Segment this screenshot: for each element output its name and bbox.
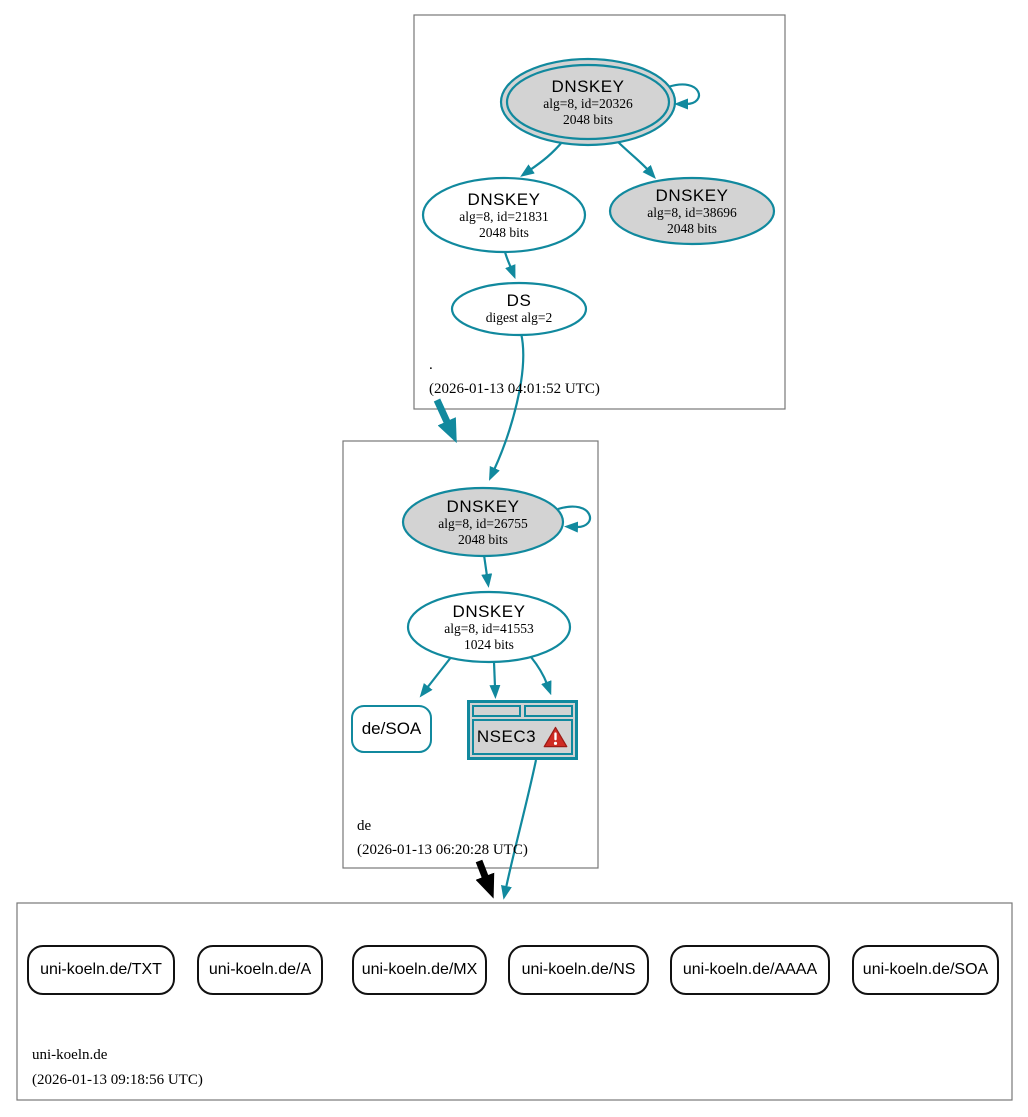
node-detail: digest alg=2 bbox=[485, 309, 553, 325]
node-alg: alg=8, id=26755 bbox=[438, 516, 528, 531]
label-root-ksk[interactable]: DNSKEY alg=8, id=20326 2048 bits bbox=[543, 77, 632, 127]
zone-name-de: de bbox=[357, 818, 372, 834]
edge-root-ksk-to-key38696 bbox=[615, 139, 656, 179]
node-de-soa[interactable]: de/SOA bbox=[351, 705, 432, 753]
zone-name-uni-koeln: uni-koeln.de bbox=[32, 1047, 108, 1063]
zone-name-root: . bbox=[429, 357, 433, 373]
label-root-dnskey-38696[interactable]: DNSKEY alg=8, id=38696 2048 bits bbox=[647, 186, 736, 236]
nsec3-cell-1 bbox=[472, 705, 521, 717]
edge-de-zsk-to-nsec3-right bbox=[530, 656, 552, 696]
node-title: DNSKEY bbox=[655, 186, 729, 205]
node-alg: alg=8, id=21831 bbox=[459, 209, 549, 224]
edge-de-ksk-to-zsk bbox=[481, 554, 493, 588]
edge-root-ksk-selfsign bbox=[667, 83, 701, 110]
edge-delegation-de-to-uni-koeln bbox=[475, 859, 495, 899]
zone-timestamp-de: (2026-01-13 06:20:28 UTC) bbox=[357, 842, 528, 858]
node-uni-koeln-soa[interactable]: uni-koeln.de/SOA bbox=[852, 945, 999, 995]
node-label-text: uni-koeln.de/NS bbox=[521, 961, 636, 978]
zone-box-de bbox=[342, 440, 599, 869]
node-de-nsec3[interactable]: NSEC3 bbox=[467, 700, 578, 760]
label-de-ksk[interactable]: DNSKEY alg=8, id=26755 2048 bits bbox=[438, 497, 527, 547]
node-label-text: uni-koeln.de/SOA bbox=[862, 961, 989, 978]
edge-de-zsk-to-soa bbox=[419, 655, 453, 698]
node-bits: 2048 bits bbox=[563, 111, 613, 127]
node-bits: 2048 bits bbox=[479, 224, 529, 240]
nsec3-record-cells bbox=[472, 705, 573, 717]
label-root-zsk[interactable]: DNSKEY alg=8, id=21831 2048 bits bbox=[459, 190, 548, 240]
node-alg: alg=8, id=38696 bbox=[647, 205, 737, 220]
zone-box-uni-koeln bbox=[16, 902, 1013, 1101]
edge-root-ksk-to-zsk bbox=[520, 140, 564, 177]
node-root-ksk-inner-ring bbox=[505, 63, 671, 141]
warning-icon bbox=[543, 726, 568, 748]
node-title: DNSKEY bbox=[452, 602, 526, 621]
node-label-text: de/SOA bbox=[361, 719, 422, 738]
node-uni-koeln-mx[interactable]: uni-koeln.de/MX bbox=[352, 945, 487, 995]
node-root-zsk-dnskey-21831[interactable] bbox=[421, 176, 587, 254]
node-title: DNSKEY bbox=[467, 190, 541, 209]
node-bits: 2048 bits bbox=[667, 220, 717, 236]
node-uni-koeln-txt[interactable]: uni-koeln.de/TXT bbox=[27, 945, 175, 995]
zone-box-root bbox=[413, 14, 786, 410]
node-root-ksk-dnskey-20326[interactable] bbox=[499, 57, 677, 147]
node-label-text: uni-koeln.de/MX bbox=[361, 961, 478, 978]
node-title: DS bbox=[506, 290, 532, 310]
node-uni-koeln-aaaa[interactable]: uni-koeln.de/AAAA bbox=[670, 945, 830, 995]
zone-timestamp-uni-koeln: (2026-01-13 09:18:56 UTC) bbox=[32, 1072, 203, 1088]
node-label-text: uni-koeln.de/AAAA bbox=[682, 961, 818, 978]
edge-de-zsk-to-nsec3-left bbox=[489, 661, 501, 699]
node-label-text: uni-koeln.de/A bbox=[208, 961, 312, 978]
node-label-text: NSEC3 bbox=[476, 727, 537, 746]
node-root-ds[interactable] bbox=[450, 281, 588, 337]
nsec3-cell-2 bbox=[524, 705, 573, 717]
node-root-dnskey-38696[interactable] bbox=[608, 176, 776, 246]
edge-nsec3-to-uni-koeln bbox=[501, 759, 538, 900]
label-root-ds[interactable]: DS digest alg=2 bbox=[486, 291, 552, 326]
node-alg: alg=8, id=20326 bbox=[543, 96, 633, 111]
edge-root-zsk-to-ds bbox=[503, 251, 516, 280]
node-label-text: uni-koeln.de/TXT bbox=[40, 961, 162, 978]
nsec3-main-cell: NSEC3 bbox=[472, 719, 573, 755]
node-alg: alg=8, id=41553 bbox=[444, 621, 534, 636]
node-title: DNSKEY bbox=[551, 77, 625, 96]
node-title: DNSKEY bbox=[446, 497, 520, 516]
label-de-zsk[interactable]: DNSKEY alg=8, id=41553 1024 bits bbox=[444, 602, 533, 652]
node-uni-koeln-a[interactable]: uni-koeln.de/A bbox=[197, 945, 323, 995]
edge-delegation-root-to-de bbox=[433, 398, 457, 444]
node-bits: 1024 bits bbox=[464, 636, 514, 652]
node-de-ksk-dnskey-26755[interactable] bbox=[401, 486, 565, 558]
zone-timestamp-root: (2026-01-13 04:01:52 UTC) bbox=[429, 381, 600, 397]
node-uni-koeln-ns[interactable]: uni-koeln.de/NS bbox=[508, 945, 649, 995]
node-de-zsk-dnskey-41553[interactable] bbox=[406, 590, 572, 664]
edge-de-ksk-selfsign bbox=[557, 505, 592, 533]
edge-ds-to-de-ksk bbox=[489, 332, 525, 481]
node-bits: 2048 bits bbox=[458, 531, 508, 547]
